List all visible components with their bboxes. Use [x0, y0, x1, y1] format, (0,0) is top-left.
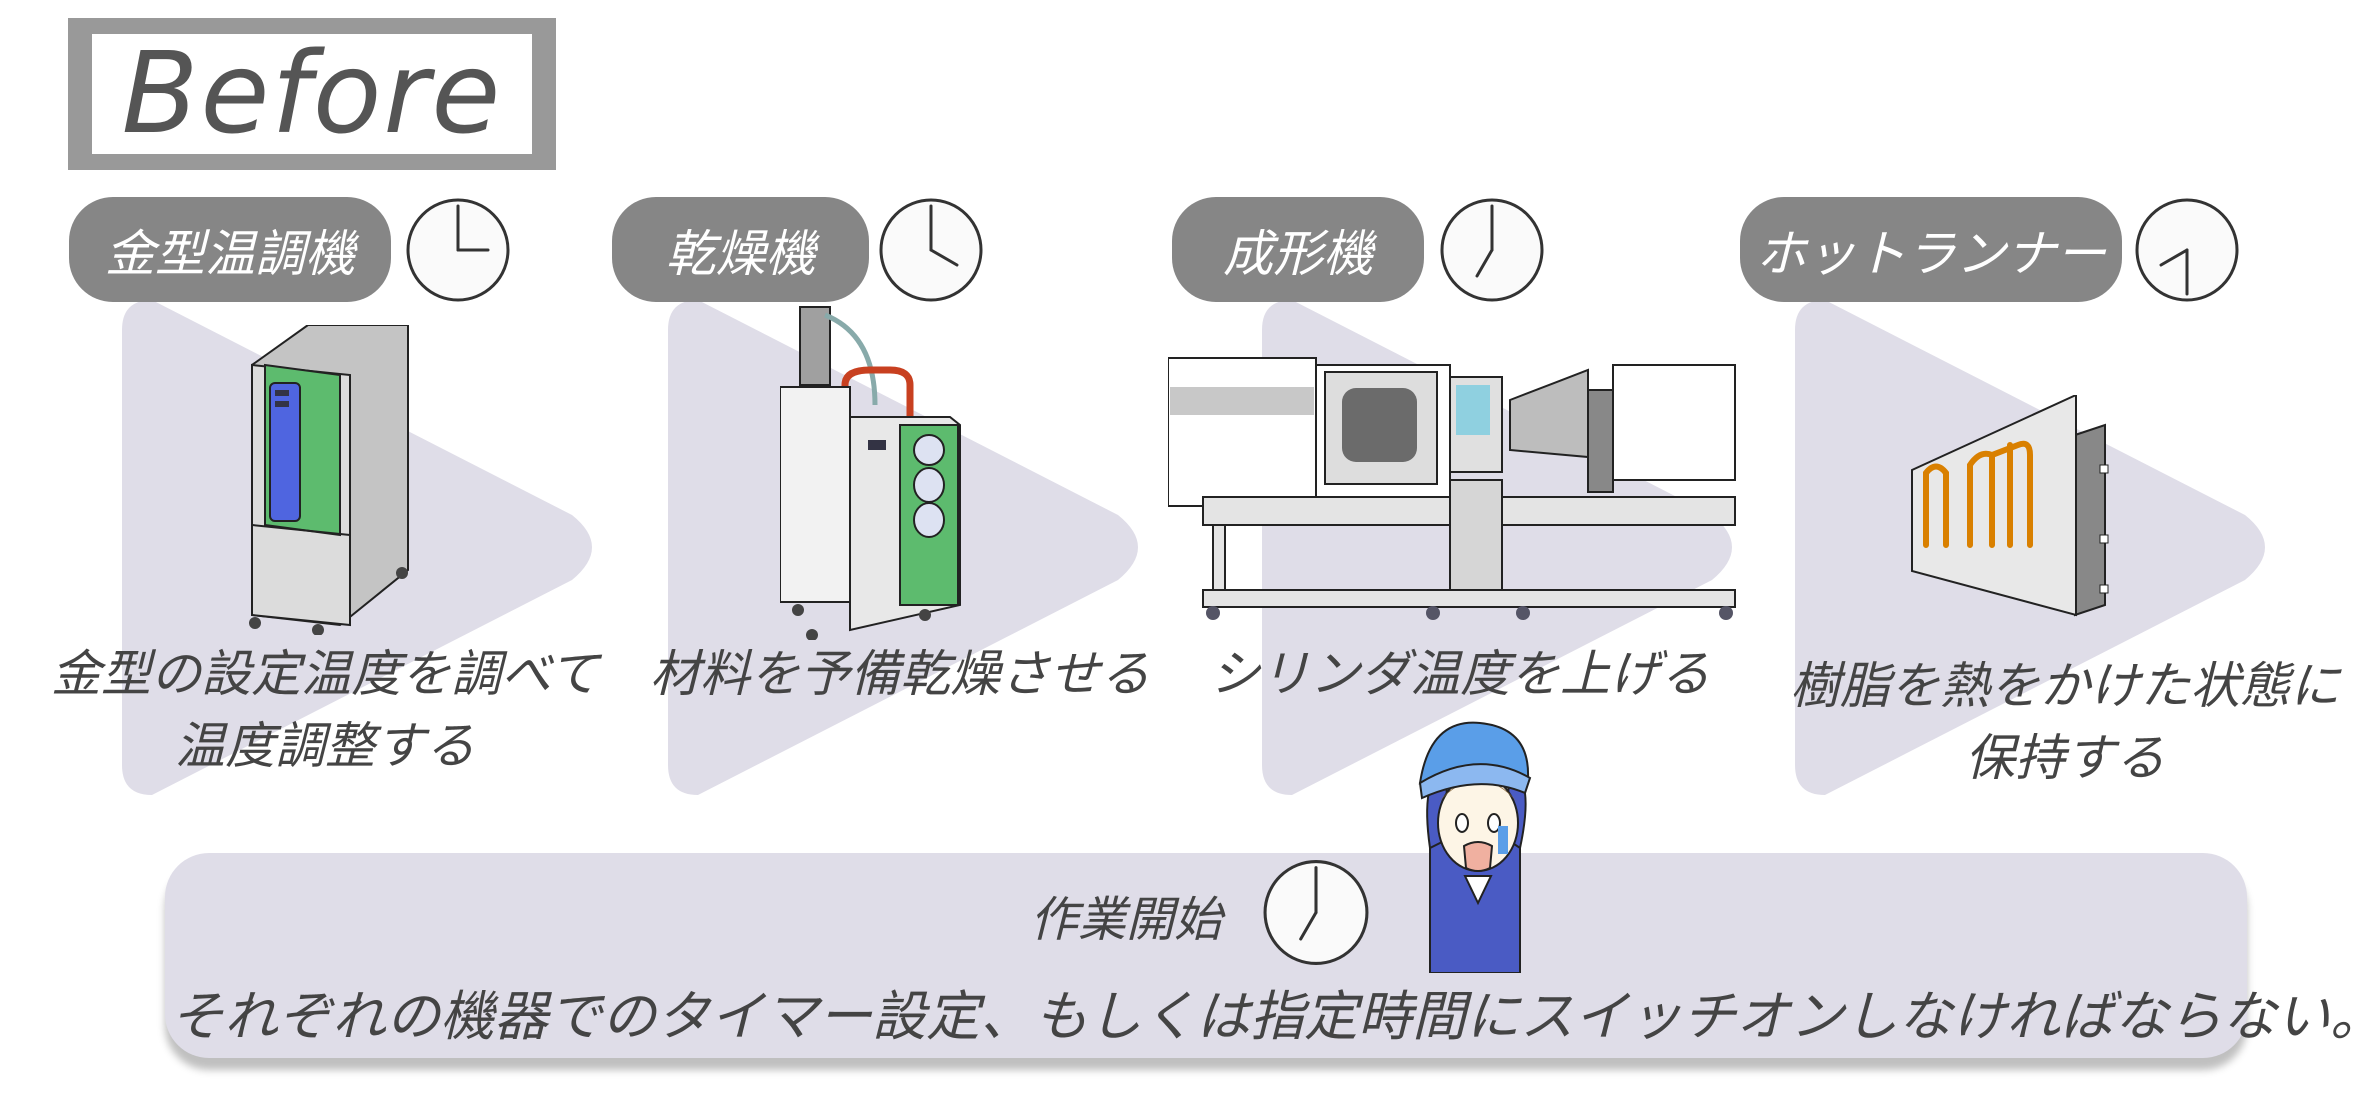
caption-line: 温度調整する	[175, 717, 475, 775]
caption-line: 材料を予備乾燥させる	[650, 645, 1150, 703]
hot-runner-illustration	[1911, 395, 2109, 617]
step-caption-3: シリンダ温度を上げる	[1200, 638, 1720, 710]
step-label-molding-machine: 成形機	[1172, 197, 1424, 302]
step-caption-2: 材料を予備乾燥させる	[640, 638, 1160, 710]
clock-icon	[406, 198, 510, 302]
caption-line: シリンダ温度を上げる	[1210, 645, 1710, 703]
before-title-box: Before	[68, 18, 556, 170]
worried-worker-illustration	[1418, 721, 1532, 973]
clock-hour-hand	[1475, 248, 1494, 278]
clock-icon	[1263, 860, 1369, 965]
caption-line: 金型の設定温度を調べて	[51, 645, 599, 703]
step-caption-1: 金型の設定温度を調べて 温度調整する	[40, 638, 610, 782]
dryer-illustration	[780, 306, 961, 640]
clock-icon	[1440, 198, 1544, 302]
clock-hour-hand	[2159, 248, 2189, 267]
mold-temperature-controller-illustration	[249, 325, 409, 635]
clock-icon	[2135, 198, 2239, 302]
step-label-dryer: 乾燥機	[612, 197, 869, 302]
caption-line: 樹脂を熱をかけた状態に	[1790, 657, 2340, 715]
clock-icon	[879, 198, 983, 302]
clock-hour-hand	[929, 248, 959, 267]
work-start-label: 作業開始	[1030, 892, 1223, 948]
step-label-hot-runner: ホットランナー	[1740, 197, 2122, 302]
summary-message: それぞれの機器でのタイマー設定、もしくは指定時間にスイッチオンしなければならない…	[170, 985, 2380, 1048]
clock-hour-hand	[1299, 910, 1318, 941]
step-caption-4: 樹脂を熱をかけた状態に 保持する	[1770, 650, 2360, 794]
summary-panel	[165, 853, 2247, 1058]
injection-molding-machine-illustration	[1168, 357, 1736, 620]
caption-line: 保持する	[1965, 729, 2165, 787]
step-label-mold-temperature-controller: 金型温調機	[69, 197, 391, 302]
before-title: Before	[92, 29, 532, 159]
